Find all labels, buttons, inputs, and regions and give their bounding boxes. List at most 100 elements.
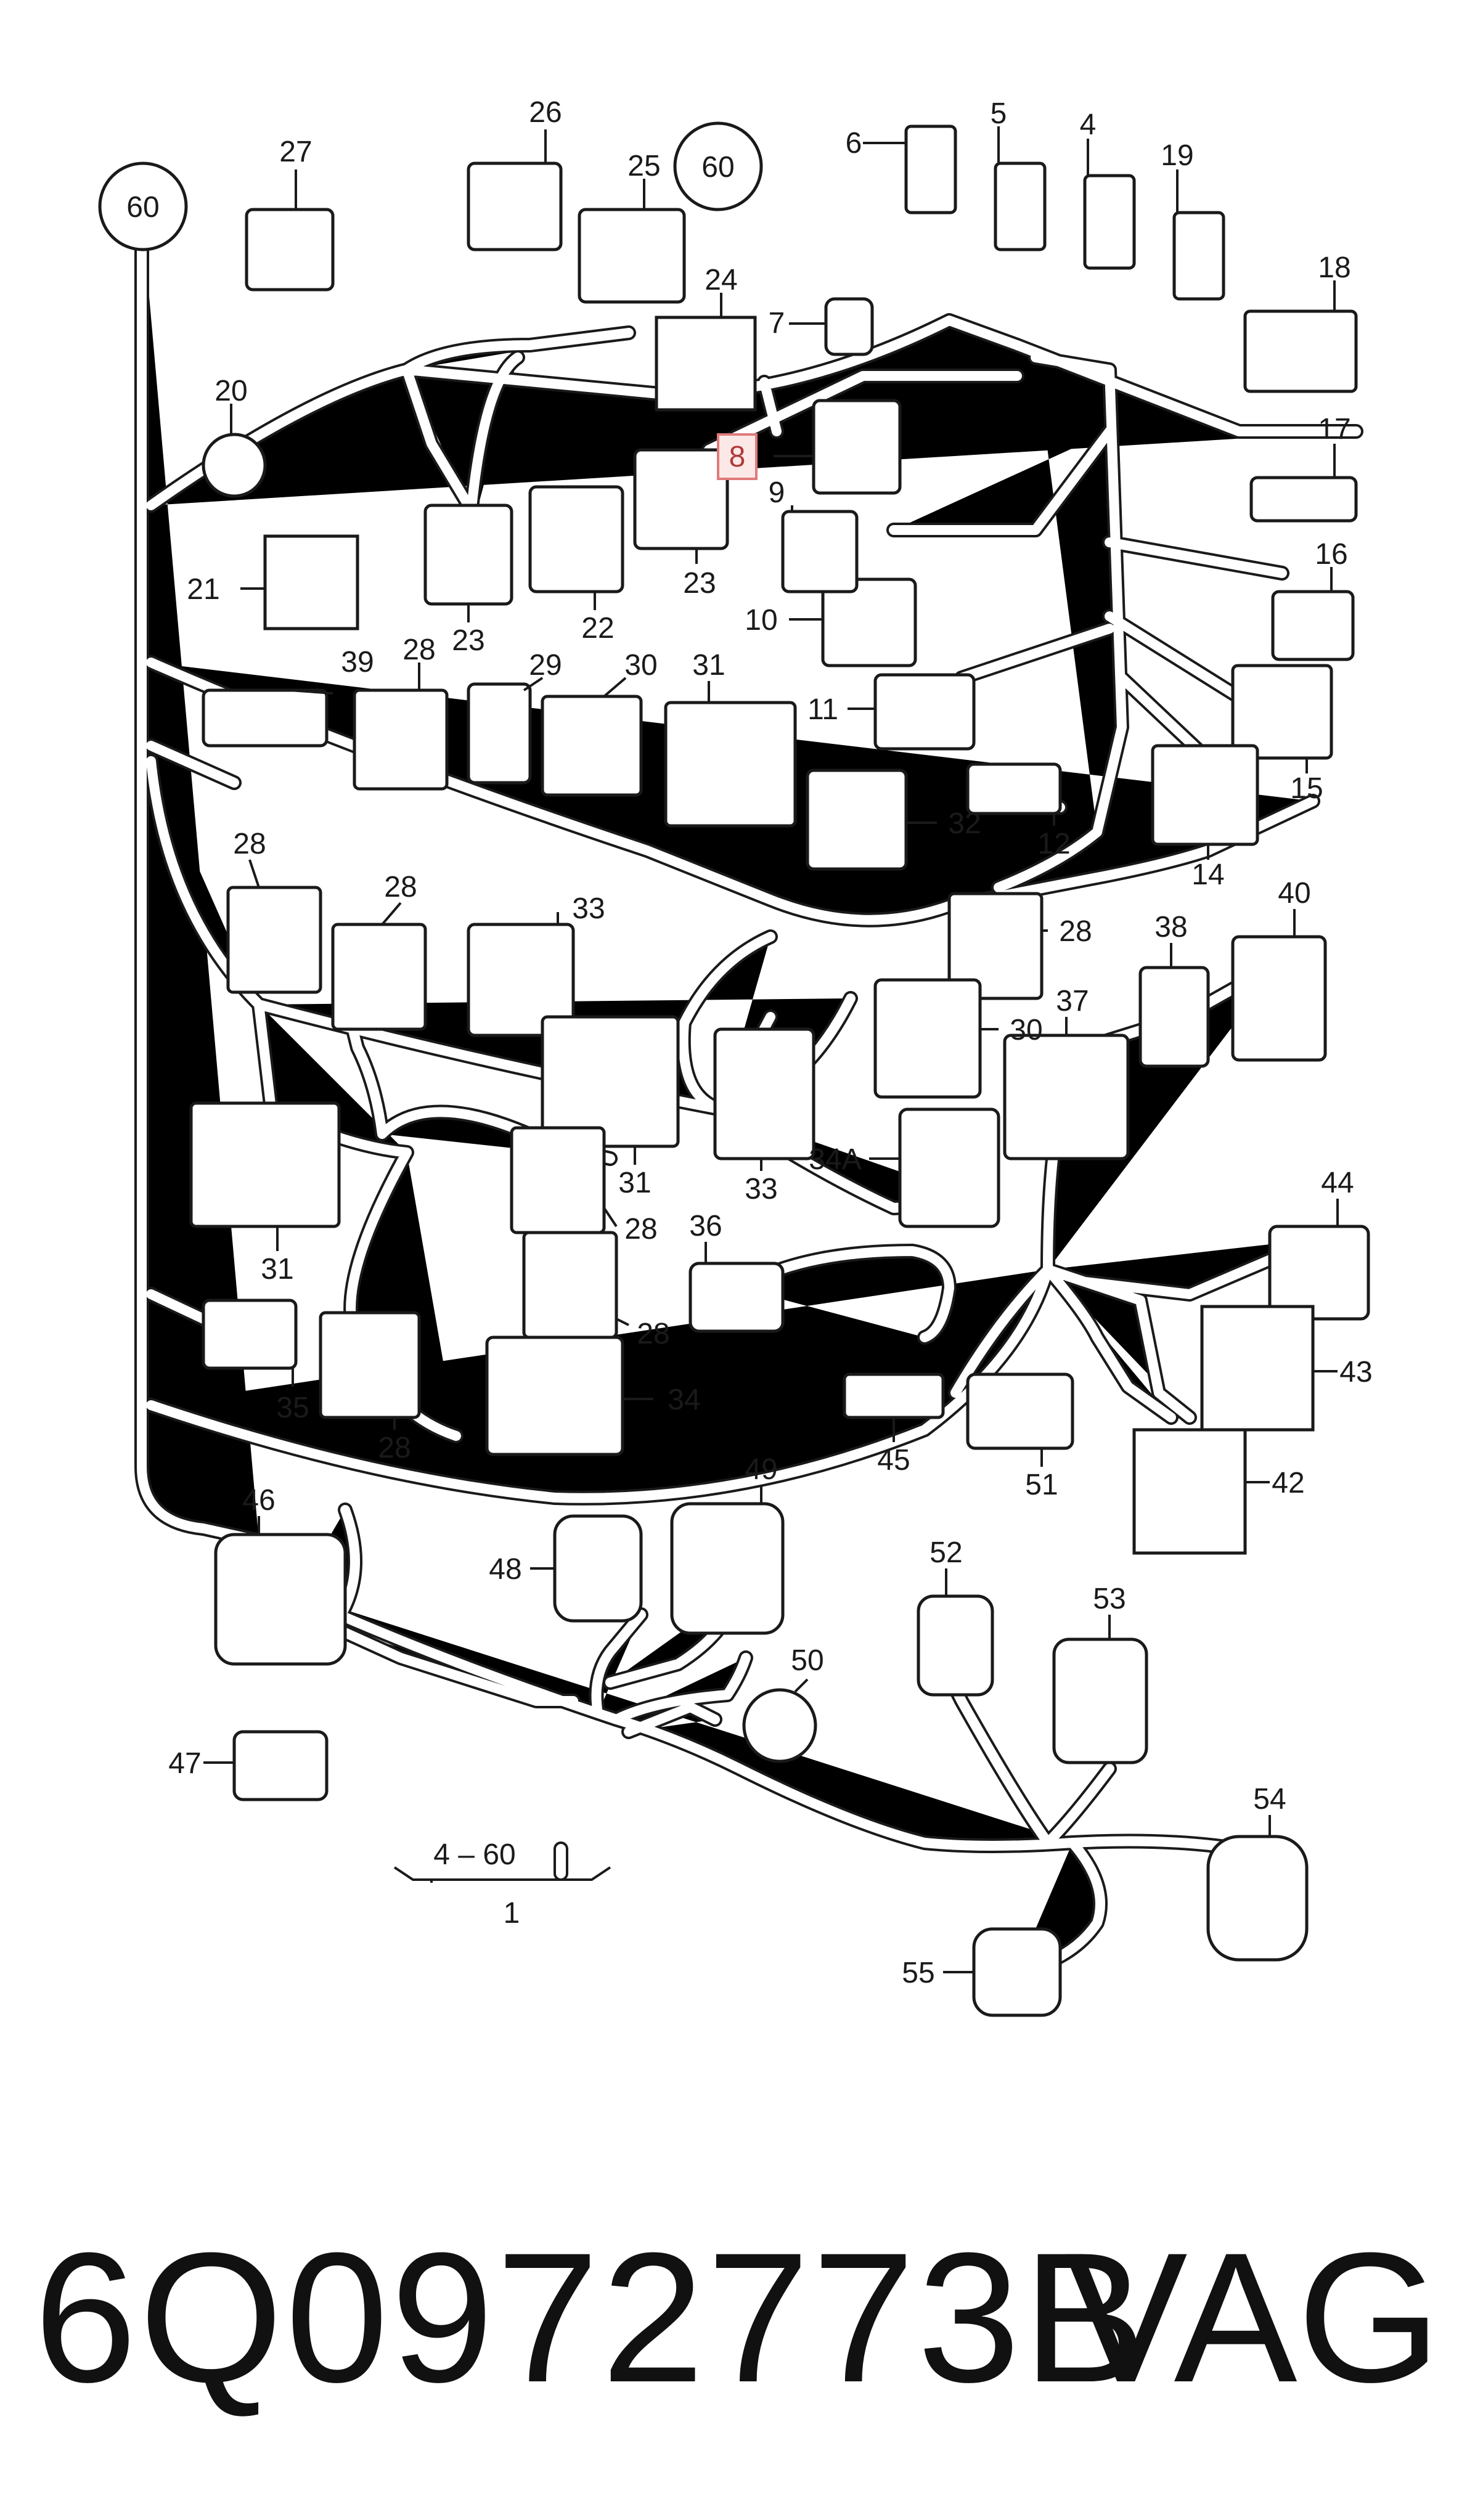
connector-53 (1052, 1637, 1148, 1764)
callout-15: 15 (1290, 772, 1323, 805)
callout-21: 21 (187, 573, 219, 606)
callout-53: 53 (1093, 1583, 1126, 1615)
callout-44: 44 (1321, 1167, 1354, 1199)
callout-27: 27 (279, 136, 312, 168)
connector-39 (202, 688, 329, 748)
callout-28a: 28 (402, 634, 435, 666)
relay-28f (522, 1231, 618, 1339)
callout-42: 42 (1272, 1467, 1304, 1499)
callout-labels: 27 26 25 24 7 8 6 5 4 19 18 17 16 15 14 … (168, 96, 1372, 1989)
relay-28d (947, 892, 1044, 1000)
callout-33a: 33 (572, 892, 605, 925)
connector-45 (843, 1372, 945, 1419)
ref-bubble-60-top (673, 121, 763, 211)
connector-6 (904, 124, 957, 214)
relay-33b (713, 1027, 815, 1160)
callout-11: 11 (807, 693, 838, 726)
part-number: 6Q0972773B (34, 2214, 1149, 2421)
callout-10: 10 (745, 604, 777, 637)
connector-14 (1151, 744, 1259, 846)
relay-23a (423, 504, 513, 606)
callout-28b: 28 (233, 828, 266, 860)
leader-lines (203, 126, 1339, 1973)
connector-10 (821, 577, 917, 667)
relay-30b (873, 978, 982, 1099)
connector-48 (553, 1514, 643, 1623)
callout-48: 48 (489, 1553, 521, 1586)
relay-28a (353, 688, 449, 791)
callout-28f: 28 (637, 1318, 669, 1350)
callout-31a: 31 (692, 649, 725, 682)
callout-6: 6 (846, 127, 862, 160)
callout-25: 25 (627, 150, 660, 182)
clip-29 (467, 682, 532, 785)
connector-15 (1231, 664, 1333, 760)
callout-51: 51 (1025, 1469, 1058, 1501)
callout-46: 46 (242, 1484, 275, 1517)
callout-18: 18 (1318, 251, 1350, 284)
callout-35: 35 (276, 1392, 309, 1424)
ref-bubble-60-top-label: 60 (701, 151, 734, 184)
callout-9: 9 (769, 476, 785, 509)
connector-49 (670, 1502, 785, 1635)
relay-31c (189, 1101, 341, 1228)
connector-4 (1083, 174, 1136, 270)
callout-23a: 23 (452, 624, 484, 657)
connector-11 (873, 673, 976, 751)
connector-54 (1206, 1835, 1309, 1962)
grommet-46 (214, 1533, 347, 1666)
callout-24: 24 (705, 264, 737, 296)
callout-32: 32 (948, 807, 981, 840)
relay-28g (319, 1311, 421, 1419)
connector-34a (898, 1107, 1000, 1228)
connector-52 (917, 1594, 994, 1697)
brand-label: VAG (1064, 2214, 1441, 2421)
connector-50 (742, 1688, 817, 1763)
relay-31a (664, 701, 797, 828)
callout-16: 16 (1315, 538, 1347, 571)
connector-27 (245, 208, 335, 292)
connector-18 (1243, 309, 1358, 393)
connector-43 (1200, 1305, 1315, 1432)
callout-14: 14 (1191, 858, 1224, 891)
grommet-20 (202, 433, 267, 498)
callout-22: 22 (581, 612, 614, 645)
callout-28c: 28 (384, 871, 417, 903)
callout-5: 5 (991, 97, 1007, 130)
callout-31b: 31 (618, 1167, 651, 1199)
relay-33a (467, 923, 575, 1037)
connector-9 (781, 510, 859, 593)
connector-36 (688, 1262, 785, 1333)
relay-28b (226, 886, 322, 994)
callout-43: 43 (1339, 1356, 1372, 1388)
callout-7: 7 (769, 307, 785, 340)
callout-20: 20 (215, 375, 247, 407)
connector-55 (972, 1927, 1062, 2017)
callout-49: 49 (745, 1453, 777, 1486)
connector-12 (966, 762, 1062, 815)
callout-29: 29 (529, 649, 562, 682)
wiring-harness-diagram: 60 60 27 26 25 24 7 (98, 96, 1373, 2017)
connector-21 (263, 534, 359, 630)
callout-23b: 23 (683, 567, 716, 600)
callout-4-60-range: 4 – 60 (433, 1838, 515, 1871)
callout-40: 40 (1278, 877, 1310, 910)
relay-28c (331, 923, 427, 1031)
relay-32 (806, 769, 908, 871)
callout-34a: 34A (809, 1143, 861, 1176)
connector-42 (1132, 1428, 1247, 1555)
callout-8-highlight[interactable]: 8 (717, 433, 758, 480)
connector-35 (202, 1299, 298, 1370)
callout-55: 55 (902, 1957, 934, 1989)
callout-52: 52 (930, 1536, 962, 1569)
connector-26 (467, 161, 563, 251)
connector-25 (578, 208, 686, 304)
callout-4: 4 (1080, 108, 1097, 141)
relay-31b (541, 1015, 680, 1148)
connector-47 (232, 1730, 329, 1801)
callout-28d: 28 (1059, 915, 1092, 948)
callout-1-assembly: 1 (504, 1897, 520, 1930)
relay-34 (485, 1335, 624, 1456)
callout-37: 37 (1056, 985, 1089, 1017)
callout-54: 54 (1253, 1783, 1286, 1816)
